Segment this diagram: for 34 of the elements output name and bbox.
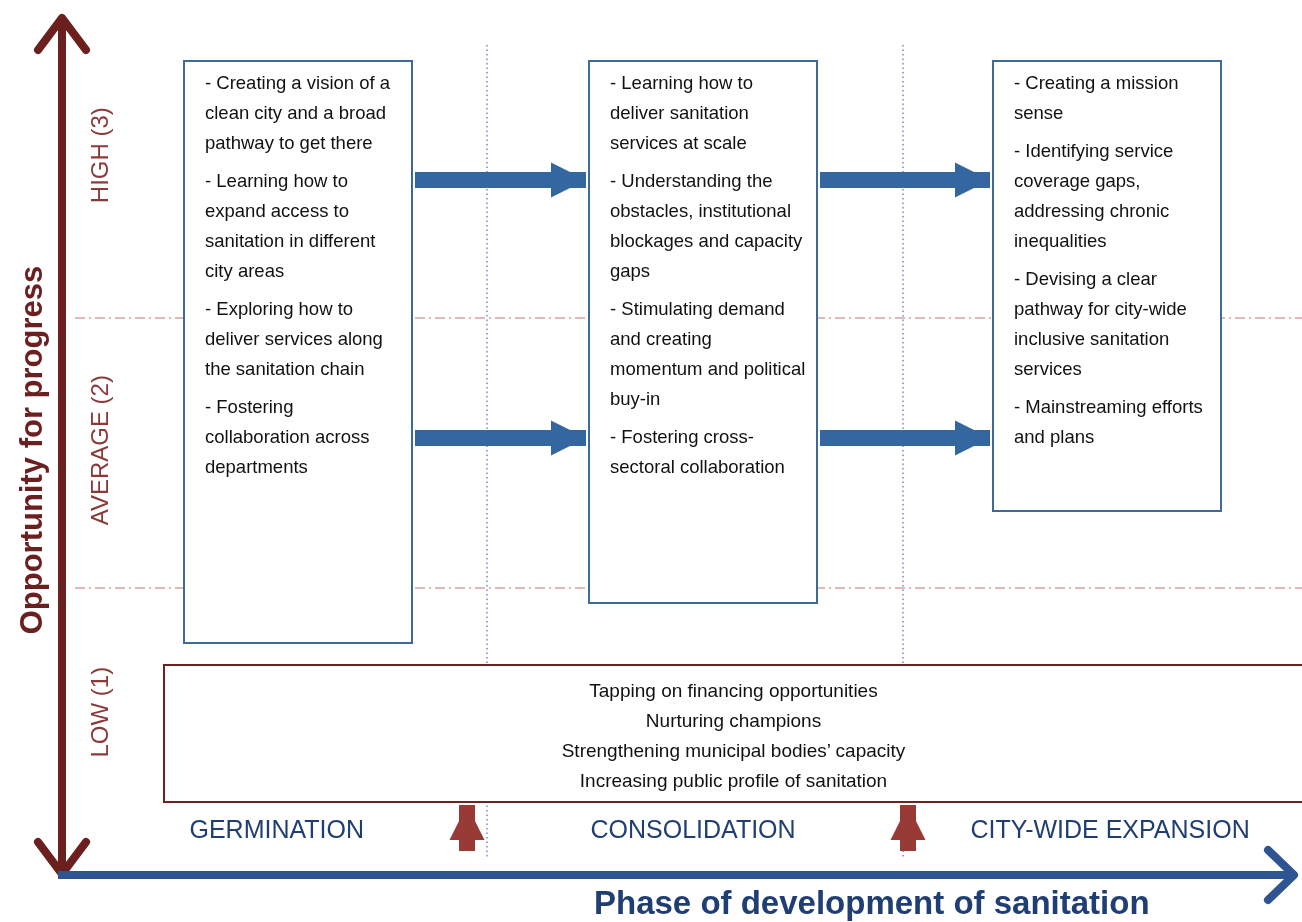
phase-box bbox=[992, 60, 1222, 512]
bullet-text: - Identifying service coverage gaps, addressing chronic inequalities bbox=[1014, 140, 1174, 251]
phase-label: CITY-WIDE EXPANSION bbox=[970, 816, 1250, 844]
bullet-text: - Learning how to expand access to sanitation in different city areas bbox=[205, 170, 376, 281]
block-arrow bbox=[890, 805, 926, 851]
band-text: Strengthening municipal bodies’ capacity bbox=[561, 740, 906, 761]
block-arrow bbox=[415, 162, 586, 198]
level-label: LOW (1) bbox=[86, 666, 114, 758]
phase-label: GERMINATION bbox=[189, 816, 365, 844]
phase-label: CONSOLIDATION bbox=[590, 816, 796, 844]
block-arrow bbox=[820, 162, 990, 198]
bullet-text: - Fostering cross-sectoral collaboration bbox=[610, 426, 785, 477]
level-label: AVERAGE (2) bbox=[86, 375, 114, 526]
band-text: Nurturing champions bbox=[645, 710, 822, 731]
bullet-text: - Creating a mission sense bbox=[1014, 72, 1179, 123]
axis-title: Phase of development of sanitation bbox=[594, 885, 1150, 922]
bullet-text: - Mainstreaming efforts and plans bbox=[1014, 396, 1203, 447]
level-label: HIGH (3) bbox=[86, 107, 114, 204]
axis-title: Opportunity for progress bbox=[14, 265, 49, 635]
bullet-text: - Fostering collaboration across departments bbox=[205, 396, 370, 477]
bullet-text: - Understanding the obstacles, institutional blockages and capacity gaps bbox=[610, 170, 803, 281]
phase-box bbox=[183, 60, 413, 644]
bullet-text: - Devising a clear pathway for city-wide inclusive sanitation services bbox=[1014, 268, 1187, 379]
band-text: Increasing public profile of sanitation bbox=[579, 770, 888, 791]
activity-band bbox=[163, 664, 1302, 803]
bullet-text: - Stimulating demand and creating momentum and political buy-in bbox=[610, 298, 806, 409]
block-arrow bbox=[820, 420, 990, 456]
block-arrow bbox=[415, 420, 586, 456]
band-text: Tapping on financing opportunities bbox=[589, 680, 878, 701]
bullet-text: - Creating a vision of a clean city and a broad pathway to get there bbox=[205, 72, 391, 153]
phase-box bbox=[588, 60, 818, 604]
bullet-text: - Exploring how to deliver services along the sanitation chain bbox=[205, 298, 383, 379]
bullet-text: - Learning how to deliver sanitation services at scale bbox=[610, 72, 753, 153]
block-arrow bbox=[449, 805, 485, 851]
